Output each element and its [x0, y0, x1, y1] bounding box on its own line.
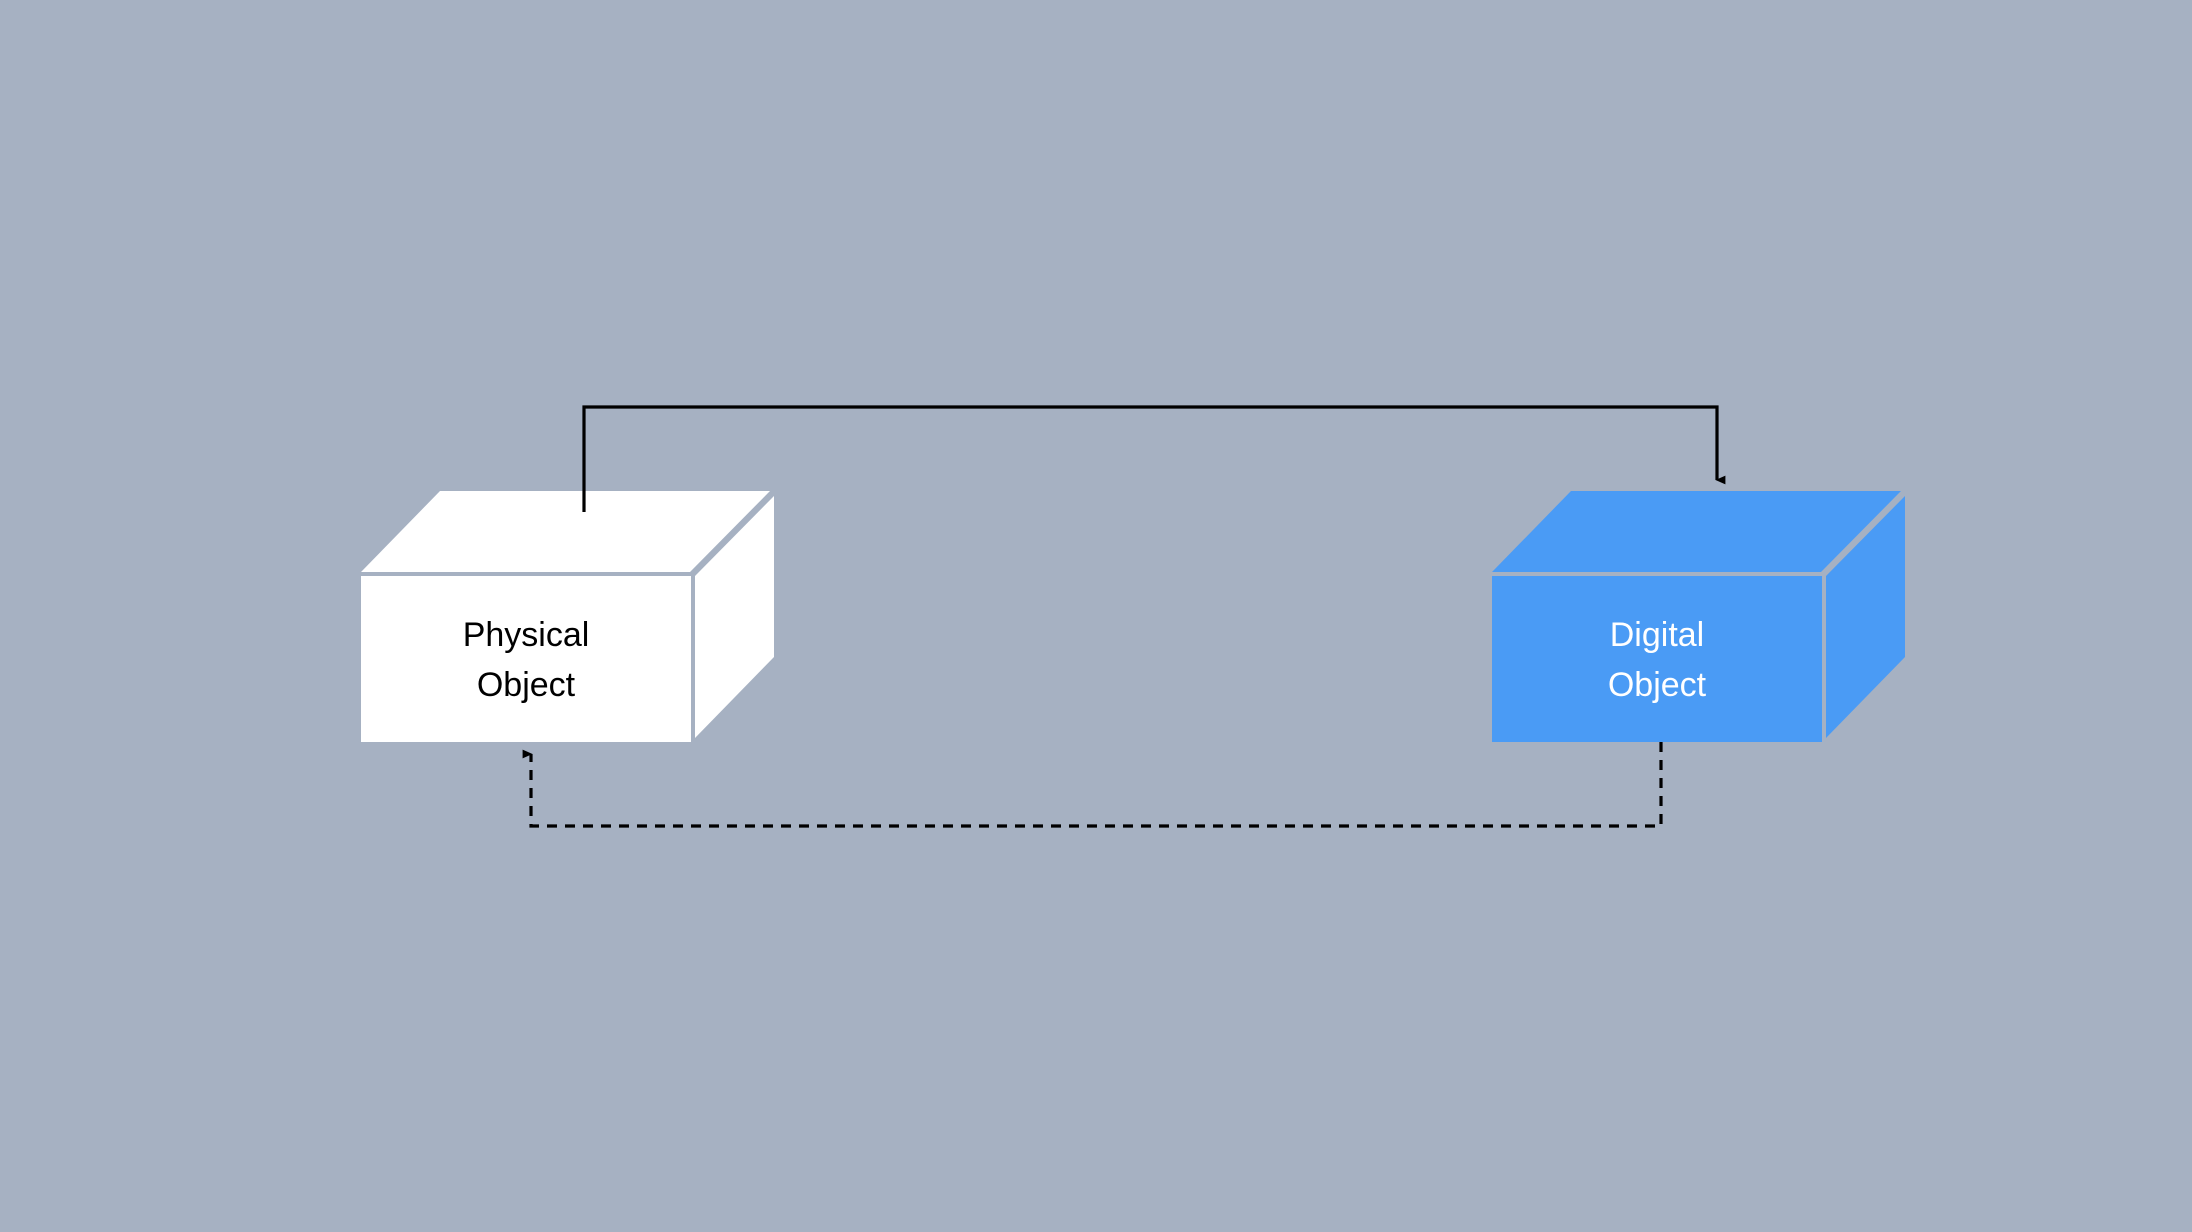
physical-object-top-face — [361, 491, 770, 572]
physical-object-label-line2: Object — [477, 666, 576, 704]
digital-object-top-face — [1492, 491, 1901, 572]
physical-object-side-face — [695, 496, 774, 738]
connector-digital-to-physical[interactable] — [522, 742, 1663, 828]
digital-object-label-line1: Digital — [1610, 616, 1704, 654]
physical-object-front-face — [361, 576, 691, 742]
physical-object-label-line1: Physical — [463, 616, 590, 654]
digital-object-side-face — [1826, 496, 1905, 738]
connector-physical-to-digital[interactable] — [582, 405, 1726, 512]
node-physical-object[interactable]: Physical Object — [361, 491, 774, 742]
digital-object-label-line2: Object — [1608, 666, 1707, 704]
digital-object-front-face — [1492, 576, 1822, 742]
node-digital-object[interactable]: Digital Object — [1492, 491, 1905, 742]
